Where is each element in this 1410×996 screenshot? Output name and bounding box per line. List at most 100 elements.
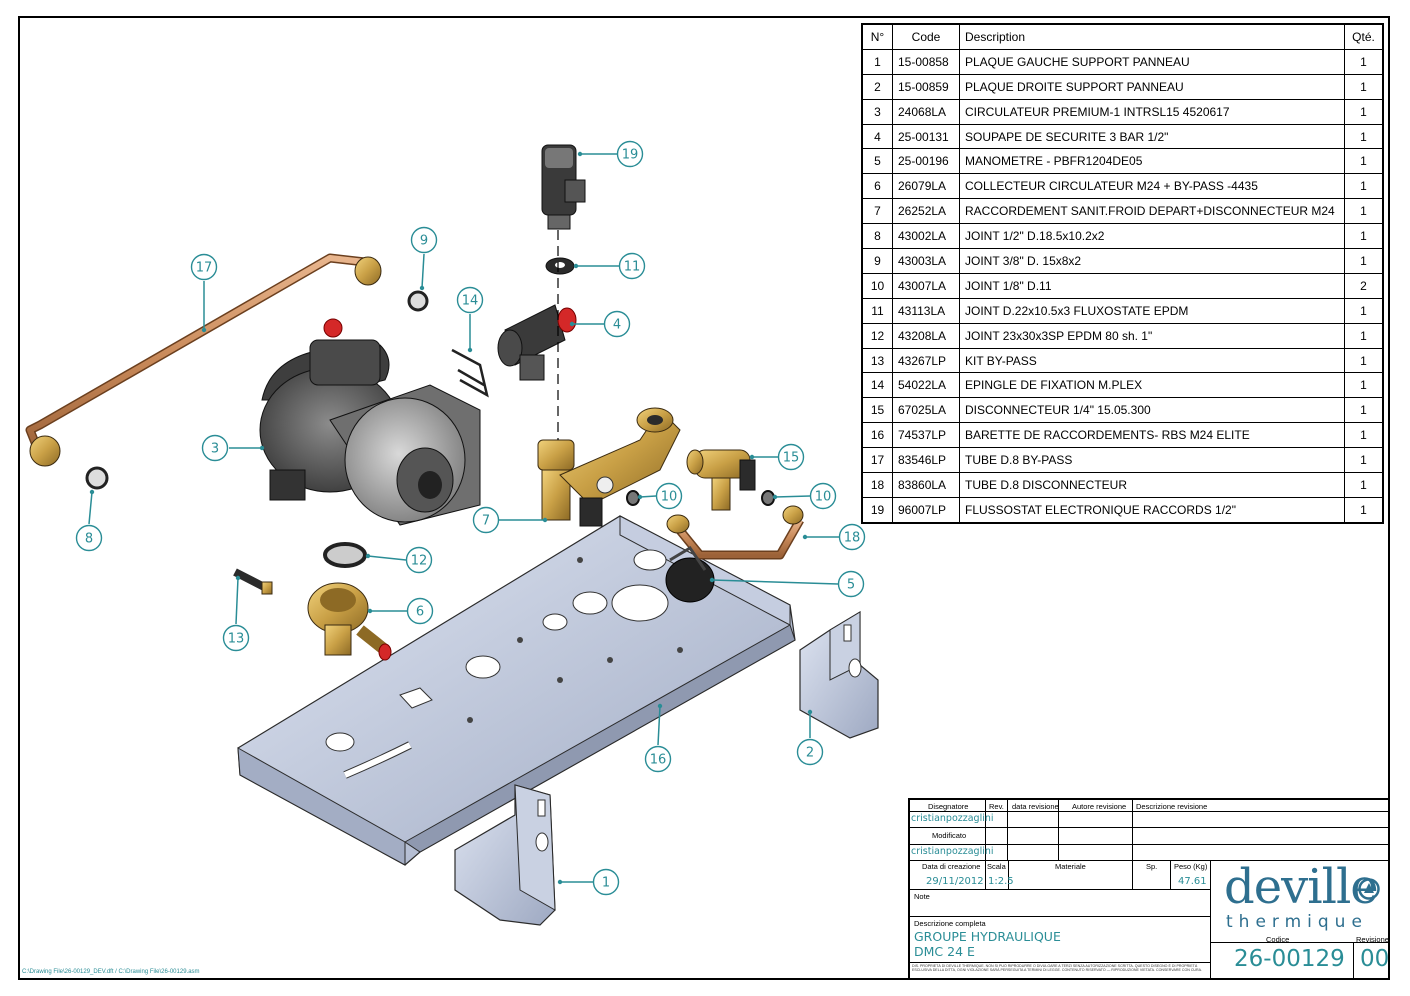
parts-table-header: N° Code Description Qté.	[861, 23, 1384, 50]
row-number: 11	[861, 297, 893, 324]
drawing-frame	[18, 16, 1390, 980]
row-quantity: 1	[1344, 73, 1384, 100]
title-block: Disegnatore Rev. data revisione Autore r…	[908, 798, 1390, 980]
modifier-name: cristianpozzaglini	[911, 846, 994, 857]
row-number: 9	[861, 248, 893, 274]
part-13-bypass-kit	[233, 568, 273, 595]
row-code: 15-00859	[892, 73, 960, 100]
callout-number: 18	[844, 531, 861, 546]
row-code: 25-00131	[892, 123, 960, 150]
callout-bubble: 10	[637, 482, 683, 510]
part-17-bypass-tube	[25, 253, 382, 467]
row-number: 19	[861, 496, 893, 524]
part-10-gasket-b	[761, 490, 775, 506]
row-description: COLLECTEUR CIRCULATEUR M24 + BY-PASS -44…	[959, 173, 1345, 200]
callout-number: 7	[482, 514, 490, 529]
part-19-flowswitch	[541, 144, 586, 230]
header-description: Description	[959, 23, 1345, 50]
row-number: 10	[861, 272, 893, 299]
row-code: 67025LA	[892, 397, 960, 424]
callout-number: 19	[622, 148, 639, 163]
callout-number: 9	[420, 234, 428, 249]
row-number: 12	[861, 322, 893, 349]
row-quantity: 2	[1344, 272, 1384, 299]
row-description: TUBE D.8 DISCONNECTEUR	[959, 472, 1345, 498]
row-quantity: 1	[1344, 48, 1384, 75]
brand-word-thermique: thermique	[1226, 912, 1368, 932]
row-number: 1	[861, 48, 893, 75]
row-description: MANOMETRE - PBFR1204DE05	[959, 148, 1345, 175]
thickness-label: Sp.	[1146, 862, 1158, 871]
weight-label: Peso (Kg)	[1174, 862, 1208, 871]
callout-bubble: 17	[190, 253, 218, 333]
row-code: 43003LA	[892, 248, 960, 274]
row-number: 15	[861, 397, 893, 424]
row-number: 16	[861, 422, 893, 449]
legal-notice: DIS. PROPRIETÀ DI DEVILLE THERMIQUE. NON…	[912, 964, 1202, 972]
row-code: 24068LA	[892, 98, 960, 125]
part-6-collector	[307, 582, 392, 661]
row-quantity: 1	[1344, 223, 1384, 250]
part-14-pin	[451, 348, 489, 398]
callout-number: 13	[228, 632, 245, 647]
part-2-right-bracket	[799, 610, 879, 739]
part-3-circulator	[259, 318, 481, 526]
callout-number: 6	[416, 605, 424, 620]
callout-number: 2	[806, 746, 814, 761]
header-number: N°	[861, 23, 893, 50]
row-quantity: 1	[1344, 198, 1384, 225]
description-line-2: DMC 24 E	[914, 944, 975, 959]
row-quantity: 1	[1344, 422, 1384, 449]
callout-number: 1	[602, 876, 610, 891]
row-code: 54022LA	[892, 372, 960, 399]
part-7-fitting	[537, 407, 681, 527]
scale-label: Scala	[987, 862, 1006, 871]
row-quantity: 1	[1344, 397, 1384, 424]
row-code: 43007LA	[892, 272, 960, 299]
creation-date: 29/11/2012	[926, 876, 984, 887]
callout-bubble: 18	[802, 523, 866, 551]
row-description: PLAQUE GAUCHE SUPPORT PANNEAU	[959, 48, 1345, 75]
callout-number: 17	[196, 261, 213, 276]
callout-bubble: 10	[772, 482, 837, 510]
row-code: 25-00196	[892, 148, 960, 175]
row-number: 2	[861, 73, 893, 100]
row-code: 43267LP	[892, 347, 960, 374]
part-10-gasket-a	[626, 490, 640, 506]
part-18-tube	[666, 505, 804, 560]
row-description: EPINGLE DE FIXATION M.PLEX	[959, 372, 1345, 399]
row-number: 7	[861, 198, 893, 225]
row-quantity: 1	[1344, 496, 1384, 524]
callout-bubble: 6	[367, 597, 434, 625]
callout-number: 10	[815, 490, 832, 505]
row-description: BARETTE DE RACCORDEMENTS- RBS M24 ELITE	[959, 422, 1345, 449]
part-1-left-bracket	[454, 784, 556, 926]
row-description: TUBE D.8 BY-PASS	[959, 447, 1345, 474]
rev-date-label: data revisione	[1012, 802, 1059, 811]
part-16-plate	[237, 515, 796, 866]
row-description: FLUSSOSTAT ELECTRONIQUE RACCORDS 1/2"	[959, 496, 1345, 524]
row-code: 96007LP	[892, 496, 960, 524]
revision-label: Revisione	[1356, 935, 1389, 944]
callout-number: 5	[847, 578, 855, 593]
part-8-gasket	[85, 466, 109, 490]
callout-number: 15	[783, 451, 800, 466]
row-code: 43002LA	[892, 223, 960, 250]
code-label: Codice	[1266, 935, 1290, 944]
row-description: DISCONNECTEUR 1/4" 15.05.300	[959, 397, 1345, 424]
callout-bubble: 7	[472, 506, 548, 534]
row-code: 74537LP	[892, 422, 960, 449]
weight-value: 47.61	[1178, 876, 1207, 887]
